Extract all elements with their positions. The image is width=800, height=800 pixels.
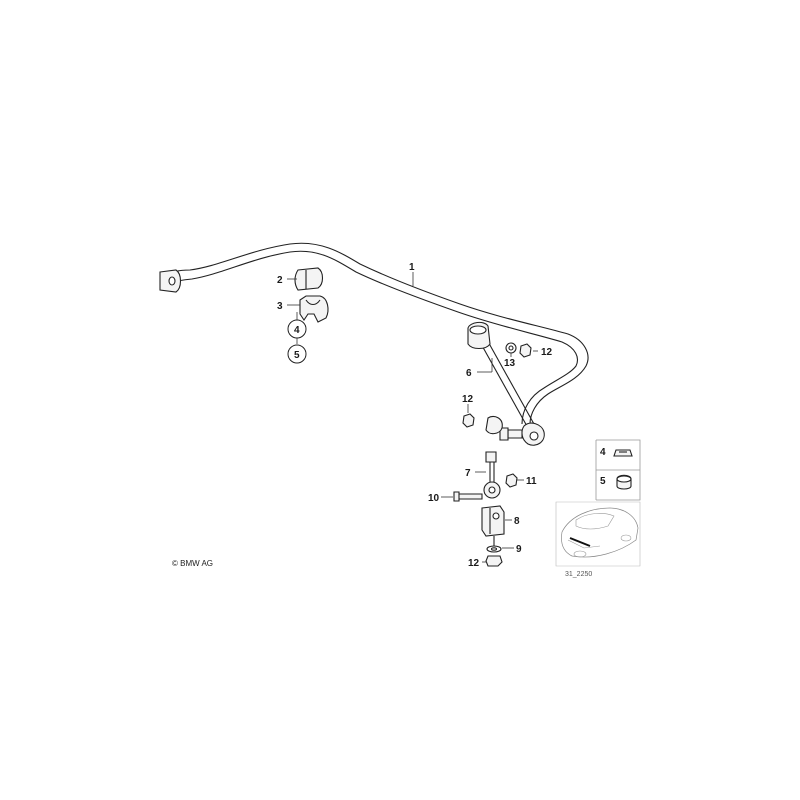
leader-lines xyxy=(287,272,538,563)
washer-9 xyxy=(486,545,502,553)
callout-12-upper: 12 xyxy=(541,347,553,358)
callout-7: 7 xyxy=(465,468,471,479)
callout-12-bottom: 12 xyxy=(468,558,480,569)
diagram-id: 31_2250 xyxy=(565,571,592,578)
callout-13: 13 xyxy=(504,358,516,369)
callout-6: 6 xyxy=(466,368,472,379)
callout-circle-5 xyxy=(287,344,307,364)
cap-5-icon xyxy=(616,474,632,490)
callout-12-middle: 12 xyxy=(462,394,474,405)
nut-12-upper xyxy=(519,343,532,358)
stabilizer-link-lower xyxy=(483,451,501,499)
callout-circle-4 xyxy=(287,319,307,339)
car-location-inset xyxy=(555,501,641,567)
stabilizer-link xyxy=(467,321,545,446)
nut-11 xyxy=(505,473,518,488)
washer-13 xyxy=(505,342,517,354)
inset-label-5: 5 xyxy=(600,476,606,487)
callout-4: 4 xyxy=(294,325,300,336)
callout-9: 9 xyxy=(516,544,522,555)
callout-2: 2 xyxy=(277,275,283,286)
nut-12-middle xyxy=(462,413,475,428)
inset-label-4: 4 xyxy=(600,447,606,458)
stabilizer-bar xyxy=(159,242,589,425)
callout-3: 3 xyxy=(277,301,283,312)
bolt-10 xyxy=(453,491,483,502)
clip-4-icon xyxy=(613,449,633,457)
callout-10: 10 xyxy=(428,493,440,504)
stabilizer-support-bracket xyxy=(299,295,329,323)
callout-8: 8 xyxy=(514,516,520,527)
callout-11: 11 xyxy=(526,476,537,487)
nut-12-bottom xyxy=(485,555,503,567)
callout-5: 5 xyxy=(294,350,300,361)
bracket-8 xyxy=(481,505,505,548)
callout-1: 1 xyxy=(409,262,415,273)
copyright-label: © BMW AG xyxy=(172,559,213,568)
rubber-mounting-part xyxy=(294,267,324,291)
inset-legend: 4 5 xyxy=(595,439,641,501)
